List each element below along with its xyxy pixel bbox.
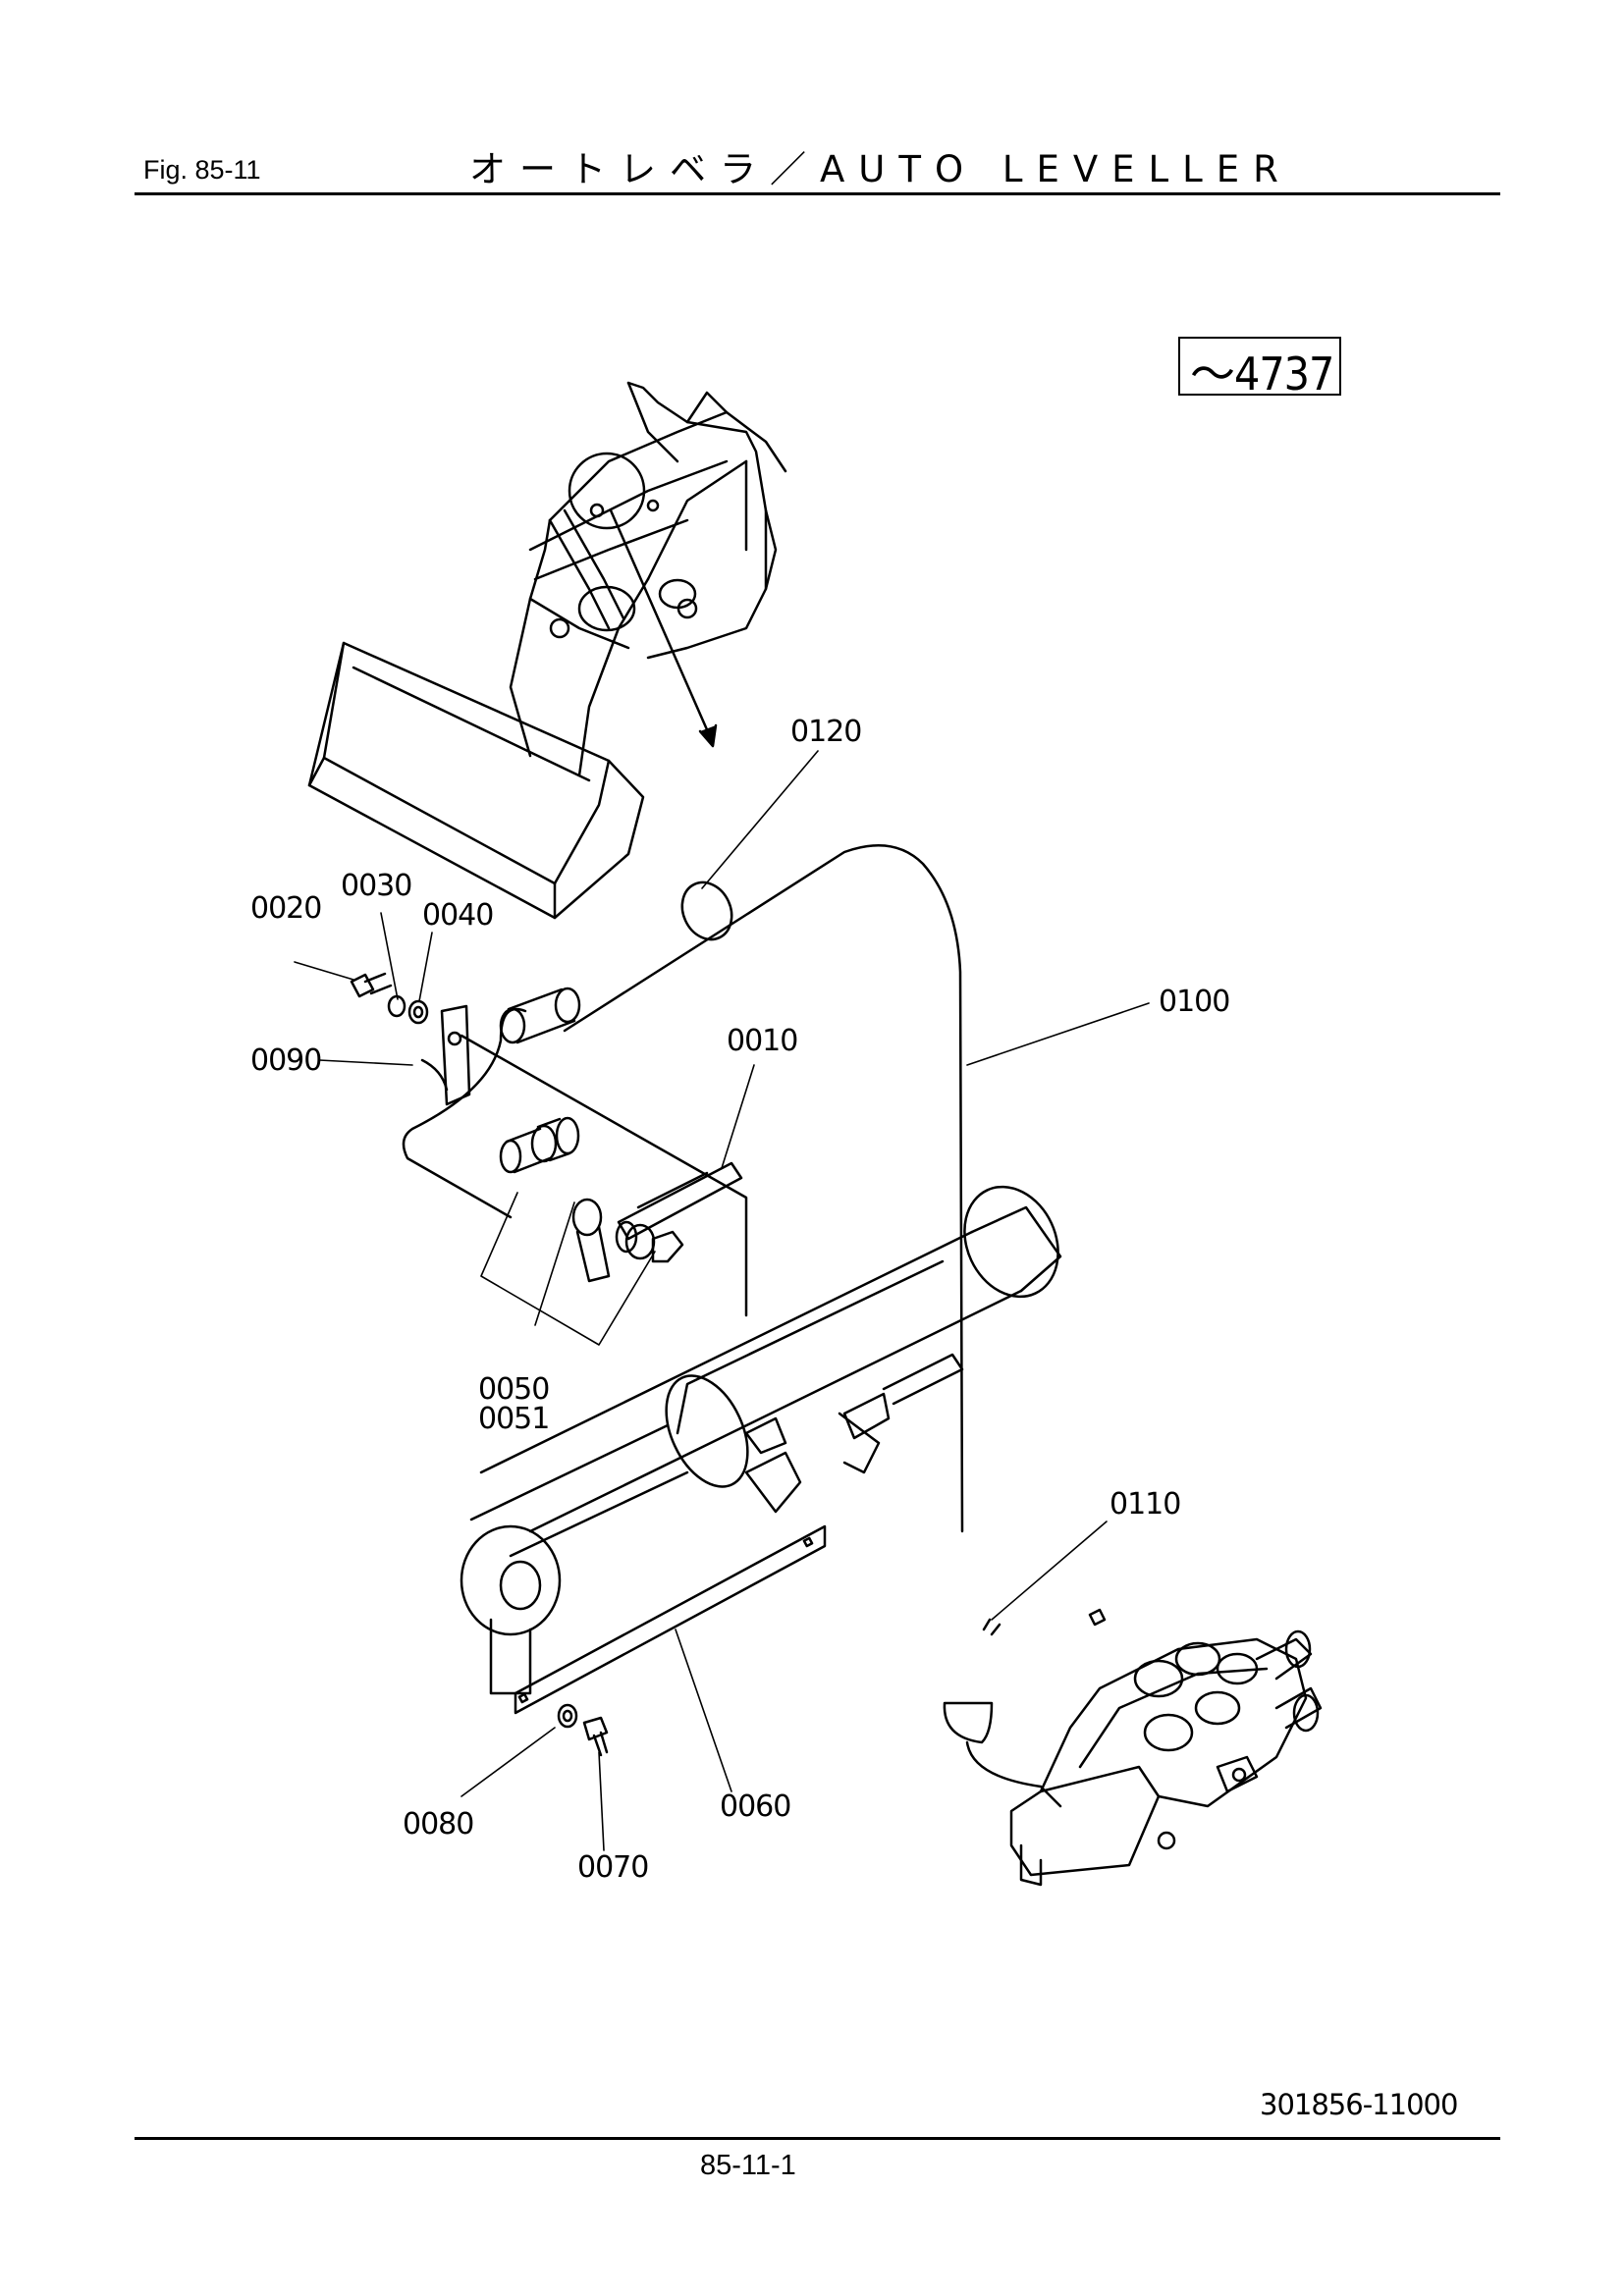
part-ref-0070: 0070 (577, 1850, 648, 1885)
drawing-number: 301856-11000 (1260, 2088, 1458, 2121)
footer-rule (135, 2137, 1500, 2140)
part-ref-0040: 0040 (422, 898, 493, 933)
bracket-part (420, 1004, 471, 1106)
leader-lines (294, 750, 1150, 1851)
header-rule (135, 192, 1500, 195)
page-number: 85-11-1 (700, 2150, 796, 2181)
part-ref-0060: 0060 (720, 1789, 790, 1824)
part-ref-0030: 0030 (341, 869, 411, 903)
serial-range-label: ～4737 (1190, 347, 1334, 400)
lift-cylinder (460, 1185, 1062, 1695)
bolt-washer-set (350, 972, 429, 1025)
part-ref-0110: 0110 (1110, 1487, 1180, 1522)
part-ref-0120: 0120 (790, 715, 861, 749)
guard-bar (514, 1524, 827, 1715)
part-ref-0080: 0080 (403, 1807, 473, 1842)
mounting-bolt (557, 1703, 609, 1757)
link-rod (460, 1034, 748, 1317)
sensor-connector (499, 987, 581, 1044)
serial-range-box (1178, 337, 1341, 396)
part-ref-0020: 0020 (250, 891, 321, 926)
loader-overview-drawing (307, 381, 787, 920)
part-ref-0090: 0090 (250, 1043, 321, 1078)
sensor-body (499, 1116, 684, 1283)
part-ref-0010: 0010 (727, 1024, 797, 1058)
control-valve (943, 1608, 1323, 1887)
part-ref-0051: 0051 (478, 1402, 549, 1436)
sensor-plate (617, 1161, 743, 1241)
part-ref-0100: 0100 (1159, 985, 1229, 1019)
figure-number: Fig. 85-11 (143, 155, 261, 185)
figure-title: オートレベラ／AUTO LEVELLER (469, 148, 1292, 190)
part-ref-0050: 0050 (478, 1372, 549, 1407)
